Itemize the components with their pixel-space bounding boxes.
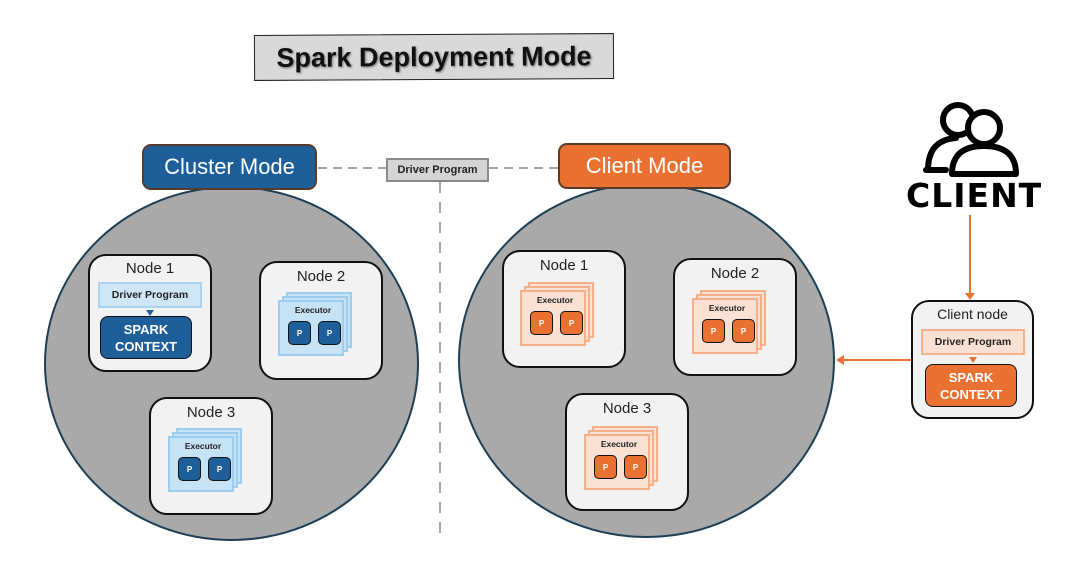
executor-label: Executor — [708, 303, 746, 313]
partition-box: P — [702, 319, 725, 343]
node-label: Node 1 — [539, 257, 589, 274]
center-driver-program: Driver Program — [386, 158, 489, 182]
arrow-down-icon — [969, 357, 977, 363]
driver-program-box: Driver Program — [921, 329, 1025, 355]
partition-box: P — [530, 311, 553, 335]
client-mode-node-2: Node 2 Executor P P — [673, 258, 797, 376]
executor-stack: Executor P P — [278, 292, 352, 356]
executor-box: Executor P P — [168, 436, 234, 492]
executor-box: Executor P P — [584, 434, 650, 490]
spark-context-box: SPARK CONTEXT — [925, 364, 1017, 407]
partition-box: P — [732, 319, 755, 343]
partition-box: P — [560, 311, 583, 335]
executor-label: Executor — [184, 441, 222, 451]
node-label: Node 3 — [186, 404, 236, 421]
partition-box: P — [594, 455, 617, 479]
node-label: Node 2 — [296, 268, 346, 285]
client-mode-node-1: Node 1 Executor P P — [502, 250, 626, 368]
executor-stack: Executor P P — [168, 428, 242, 492]
executor-label: Executor — [536, 295, 574, 305]
partition-box: P — [178, 457, 201, 481]
spark-context-box: SPARK CONTEXT — [100, 316, 192, 359]
executor-label: Executor — [600, 439, 638, 449]
executor-box: Executor P P — [692, 298, 758, 354]
executor-box: Executor P P — [278, 300, 344, 356]
arrow-down-icon — [146, 310, 154, 316]
cluster-node-3: Node 3 Executor P P — [149, 397, 273, 515]
partition-box: P — [624, 455, 647, 479]
client-to-node-arrowhead — [965, 293, 975, 300]
diagram-title: Spark Deployment Mode — [253, 33, 615, 81]
cluster-node-2: Node 2 Executor P P — [259, 261, 383, 380]
partition-box: P — [318, 321, 341, 345]
executor-stack: Executor P P — [520, 282, 594, 346]
client-mode-node-3: Node 3 Executor P P — [565, 393, 689, 511]
node-label: Node 1 — [125, 260, 175, 277]
executor-box: Executor P P — [520, 290, 586, 346]
node-label: Client node — [937, 306, 1008, 322]
client-mode-label: Client Mode — [558, 143, 731, 189]
driver-program-box: Driver Program — [98, 282, 202, 308]
node-to-cluster-arrowhead — [836, 355, 844, 365]
node-label: Node 2 — [710, 265, 760, 282]
users-icon — [923, 102, 1019, 177]
client-label: CLIENT — [906, 176, 1043, 215]
executor-stack: Executor P P — [584, 426, 658, 490]
node-label: Node 3 — [602, 400, 652, 417]
client-node: Client node Driver Program SPARK CONTEXT — [911, 300, 1034, 419]
executor-label: Executor — [294, 305, 332, 315]
cluster-node-1: Node 1 Driver Program SPARK CONTEXT — [88, 254, 212, 372]
executor-stack: Executor P P — [692, 290, 766, 354]
partition-box: P — [208, 457, 231, 481]
partition-box: P — [288, 321, 311, 345]
cluster-mode-label: Cluster Mode — [142, 144, 317, 190]
